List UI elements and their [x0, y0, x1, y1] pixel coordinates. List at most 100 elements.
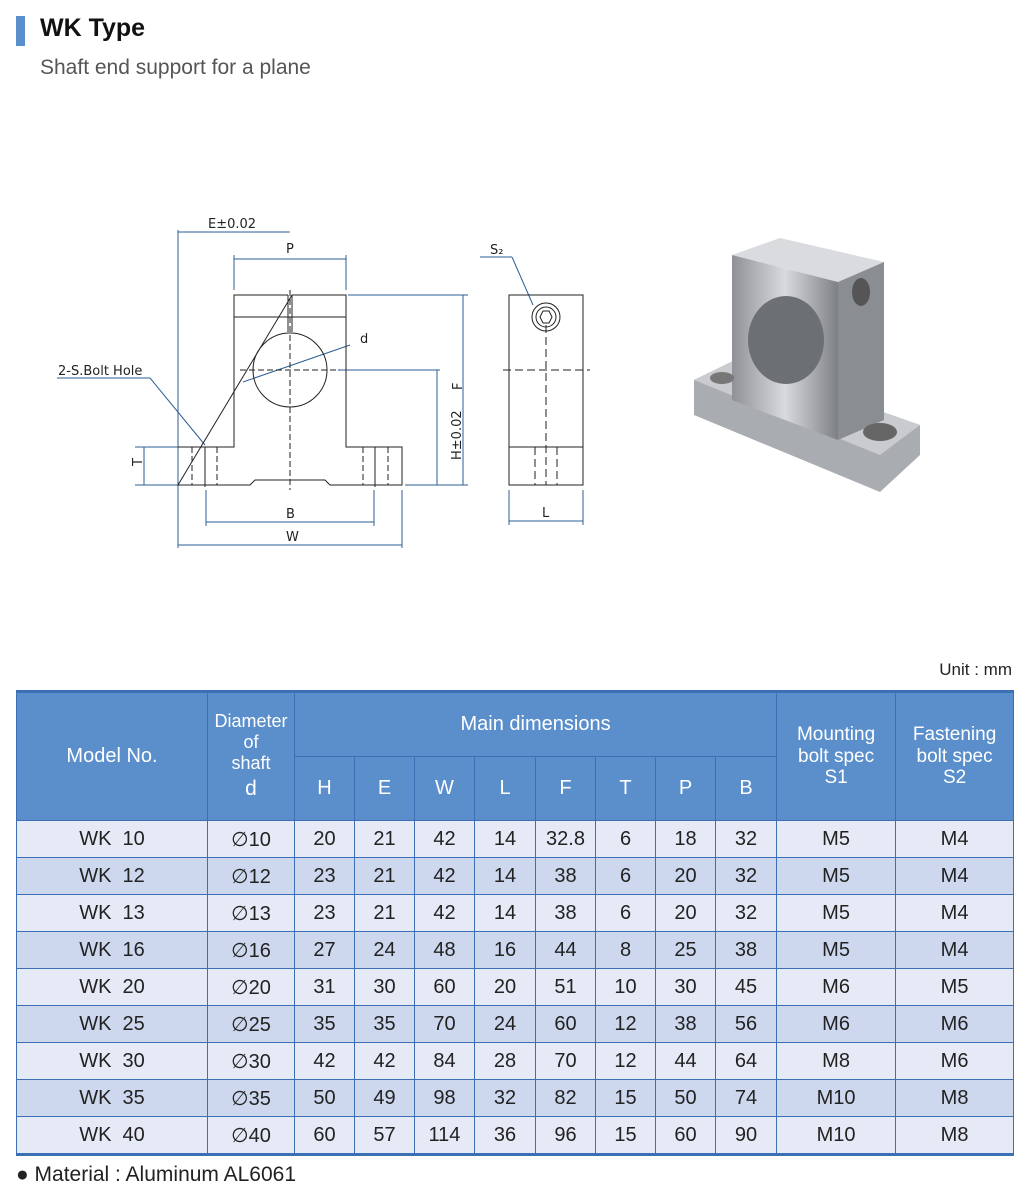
table-cell: WK 10 — [16, 820, 208, 858]
table-cell: 27 — [294, 931, 355, 969]
table-cell: 64 — [714, 1042, 778, 1080]
header-dim-f: F — [535, 756, 596, 821]
table-cell: 38 — [535, 857, 596, 895]
table-cell: 8 — [595, 931, 656, 969]
table-cell: ∅25 — [207, 1005, 295, 1043]
table-cell: 20 — [474, 968, 536, 1006]
table-cell: 16 — [474, 931, 536, 969]
page-title: WK Type — [40, 14, 146, 42]
dimension-lines — [57, 230, 584, 548]
table-cell: M6 — [895, 1042, 1015, 1080]
table-cell: 42 — [294, 1042, 355, 1080]
technical-drawing: E±0.02 P d 2-S.Bolt Hole T H±0.02 F B W … — [57, 217, 920, 548]
table-cell: WK 30 — [16, 1042, 208, 1080]
table-cell: 50 — [655, 1079, 716, 1117]
table-cell: 98 — [414, 1079, 475, 1117]
header-dim-t: T — [595, 756, 656, 821]
table-cell: 60 — [294, 1116, 355, 1155]
table-cell: 84 — [414, 1042, 475, 1080]
table-cell: WK 20 — [16, 968, 208, 1006]
header-main-dimensions: Main dimensions — [293, 691, 778, 757]
table-cell: 70 — [535, 1042, 596, 1080]
unit-label: Unit : mm — [939, 660, 1012, 679]
table-cell: 56 — [714, 1005, 778, 1043]
part-outline — [177, 290, 590, 490]
table-cell: 15 — [595, 1079, 656, 1117]
label-p: P — [286, 242, 294, 257]
table-cell: 82 — [535, 1079, 596, 1117]
table-cell: M6 — [776, 968, 897, 1006]
table-cell: 74 — [714, 1079, 778, 1117]
label-w: W — [286, 530, 299, 545]
table-cell: 96 — [535, 1116, 596, 1155]
table-cell: WK 12 — [16, 857, 208, 895]
table-cell: 6 — [595, 857, 656, 895]
table-cell: M8 — [895, 1079, 1015, 1117]
table-cell: 30 — [354, 968, 415, 1006]
table-cell: 14 — [474, 820, 536, 858]
table-cell: 36 — [474, 1116, 536, 1155]
table-cell: WK 25 — [16, 1005, 208, 1043]
table-cell: ∅40 — [207, 1116, 295, 1155]
table-cell: 42 — [354, 1042, 415, 1080]
label-d: d — [360, 332, 368, 347]
table-cell: 25 — [655, 931, 716, 969]
label-e: E±0.02 — [208, 217, 256, 232]
table-cell: 60 — [414, 968, 475, 1006]
table-cell: ∅20 — [207, 968, 295, 1006]
table-cell: 90 — [714, 1116, 778, 1155]
table-cell: 49 — [354, 1079, 415, 1117]
table-cell: 44 — [535, 931, 596, 969]
table-cell: 42 — [414, 894, 475, 932]
label-h: H±0.02 — [450, 410, 465, 460]
product-3d-render — [694, 238, 920, 492]
table-cell: 60 — [655, 1116, 716, 1155]
table-cell: M10 — [776, 1116, 897, 1155]
table-cell: 14 — [474, 894, 536, 932]
header-model: Model No. — [16, 691, 208, 821]
table-cell: 21 — [354, 820, 415, 858]
table-cell: M8 — [895, 1116, 1015, 1155]
table-cell: 31 — [294, 968, 355, 1006]
table-cell: 44 — [655, 1042, 716, 1080]
page-subtitle: Shaft end support for a plane — [40, 56, 311, 79]
table-cell: 6 — [595, 820, 656, 858]
table-cell: M4 — [895, 894, 1015, 932]
table-cell: 20 — [655, 857, 716, 895]
table-cell: M10 — [776, 1079, 897, 1117]
table-cell: 42 — [414, 820, 475, 858]
table-cell: M5 — [776, 820, 897, 858]
table-cell: M6 — [776, 1005, 897, 1043]
table-cell: 60 — [535, 1005, 596, 1043]
table-cell: 12 — [595, 1042, 656, 1080]
table-cell: ∅16 — [207, 931, 295, 969]
table-cell: WK 35 — [16, 1079, 208, 1117]
table-cell: M4 — [895, 857, 1015, 895]
table-cell: 28 — [474, 1042, 536, 1080]
table-cell: M8 — [776, 1042, 897, 1080]
table-cell: 20 — [655, 894, 716, 932]
table-cell: WK 13 — [16, 894, 208, 932]
table-cell: 10 — [595, 968, 656, 1006]
table-cell: WK 16 — [16, 931, 208, 969]
table-cell: M4 — [895, 820, 1015, 858]
table-cell: 20 — [294, 820, 355, 858]
table-cell: 23 — [294, 894, 355, 932]
table-cell: 21 — [354, 857, 415, 895]
table-cell: 51 — [535, 968, 596, 1006]
header-dim-e: E — [354, 756, 415, 821]
table-cell: 18 — [655, 820, 716, 858]
table-cell: ∅30 — [207, 1042, 295, 1080]
label-s2: S₂ — [490, 243, 503, 258]
